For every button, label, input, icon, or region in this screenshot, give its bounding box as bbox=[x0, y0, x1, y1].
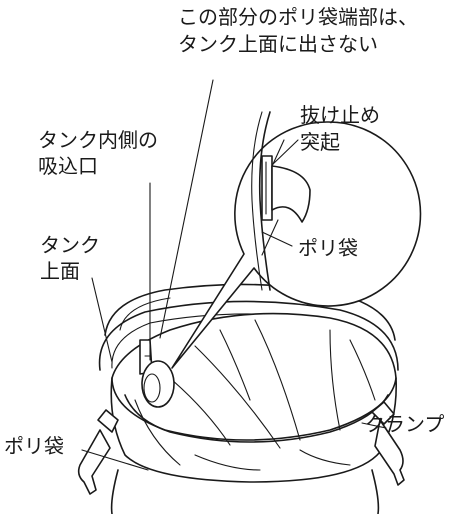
leader-lines bbox=[81, 79, 387, 471]
stopper-label-line1: 抜け止め bbox=[300, 103, 380, 127]
bag-label: ポリ袋 bbox=[4, 434, 64, 458]
clamp-left bbox=[77, 409, 119, 495]
top-note-line1: この部分のポリ袋端部は、 bbox=[178, 5, 418, 29]
clamp-right bbox=[371, 401, 405, 486]
tank-inlet bbox=[139, 339, 175, 408]
tank-body bbox=[104, 283, 396, 514]
detail-callout bbox=[171, 111, 422, 369]
inlet-label-line2: 吸込口 bbox=[38, 154, 98, 178]
inlet-label-line1: タンク内側の bbox=[38, 128, 158, 152]
top-note-line2: タンク上面に出さない bbox=[178, 32, 378, 56]
stopper-label-line2: 突起 bbox=[300, 130, 340, 154]
tank-top-label-line2: 上面 bbox=[40, 259, 80, 283]
poly-bag bbox=[110, 312, 397, 483]
detail-bag-label: ポリ袋 bbox=[298, 236, 358, 260]
tank-top-label-line1: タンク bbox=[40, 233, 100, 257]
clamp-label: クランプ bbox=[365, 412, 445, 436]
